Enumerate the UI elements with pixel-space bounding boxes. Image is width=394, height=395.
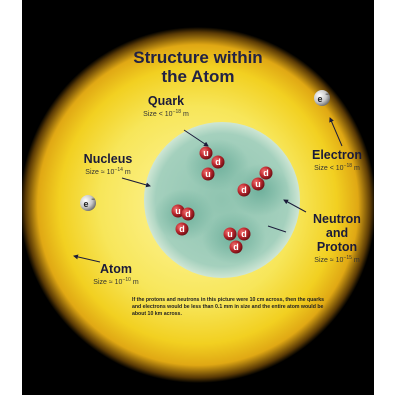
svg-text:u: u	[205, 169, 211, 179]
down-quark: d	[230, 241, 243, 254]
quark-label: Quark	[126, 94, 206, 108]
quark-size: Size < 10−18 m	[126, 108, 206, 119]
electron-particle: e −	[80, 195, 96, 211]
svg-text:u: u	[255, 179, 261, 189]
neutron-label: Neutron	[304, 212, 370, 226]
electron-particle: e −	[314, 90, 330, 106]
neutron-proton-label-group: Neutron and Proton Size ≈ 10−15 m	[304, 212, 370, 265]
electron-label: Electron	[304, 148, 370, 162]
up-quark: u	[252, 178, 265, 191]
down-quark: d	[238, 184, 251, 197]
svg-text:−: −	[325, 92, 329, 98]
svg-text:d: d	[185, 209, 191, 219]
title-line-1: Structure within	[22, 48, 374, 67]
scale-note: If the protons and neutrons in this pict…	[132, 297, 328, 318]
svg-text:u: u	[227, 229, 233, 239]
down-quark: d	[176, 223, 189, 236]
svg-text:u: u	[175, 206, 181, 216]
up-quark: u	[202, 168, 215, 181]
atom-size: Size ≈ 10−10 m	[76, 276, 156, 287]
svg-text:d: d	[233, 242, 239, 252]
svg-text:−: −	[91, 197, 95, 203]
svg-text:u: u	[203, 148, 209, 158]
svg-text:d: d	[263, 168, 269, 178]
svg-text:d: d	[241, 229, 247, 239]
nucleus-label: Nucleus	[62, 152, 154, 166]
down-quark: d	[238, 228, 251, 241]
atom-label-group: Atom Size ≈ 10−10 m	[76, 262, 156, 287]
diagram-title: Structure within the Atom	[22, 48, 374, 86]
down-quark: d	[260, 167, 273, 180]
svg-text:e: e	[317, 94, 322, 104]
up-quark: u	[224, 228, 237, 241]
proton-label: Proton	[304, 240, 370, 254]
electron-size: Size < 10−18 m	[304, 162, 370, 173]
proton-size: Size ≈ 10−15 m	[304, 254, 370, 265]
svg-text:d: d	[215, 157, 221, 167]
svg-text:e: e	[83, 199, 88, 209]
title-line-2: the Atom	[22, 67, 374, 86]
quark-label-group: Quark Size < 10−18 m	[126, 94, 206, 119]
up-quark: u	[200, 147, 213, 160]
down-quark: d	[212, 156, 225, 169]
and-label: and	[304, 226, 370, 240]
electron-label-group: Electron Size < 10−18 m	[304, 148, 370, 173]
nucleus-size: Size ≈ 10−14 m	[62, 166, 154, 177]
nucleus-label-group: Nucleus Size ≈ 10−14 m	[62, 152, 154, 177]
down-quark: d	[182, 208, 195, 221]
svg-text:d: d	[241, 185, 247, 195]
atom-label: Atom	[76, 262, 156, 276]
svg-text:d: d	[179, 224, 185, 234]
